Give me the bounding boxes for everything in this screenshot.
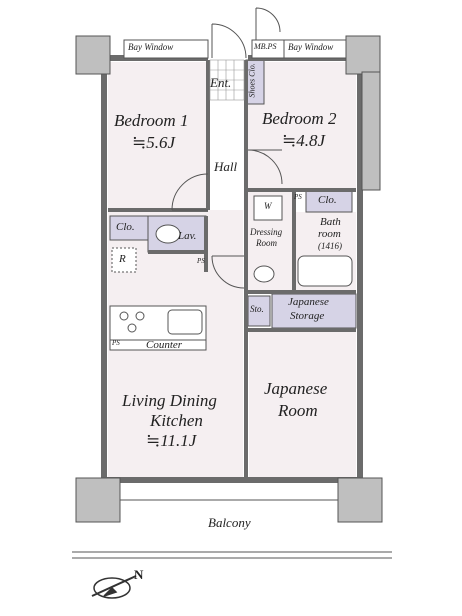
- bathtub: [297, 255, 353, 287]
- column-top-left: [75, 35, 111, 75]
- compass-north-label: N: [134, 567, 144, 582]
- refrigerator-box: [111, 247, 137, 273]
- washer-box: [253, 195, 283, 221]
- ldk-name-2: Kitchen: [150, 411, 203, 430]
- balcony-label: Balcony: [208, 515, 251, 530]
- bedroom1-size: ≒5.6J: [132, 133, 176, 152]
- door-mbps: [255, 7, 281, 40]
- bath-size-label: (1416): [318, 241, 342, 251]
- hall-label: Hall: [214, 159, 238, 174]
- door-ldk: [211, 255, 245, 289]
- bedroom2-name: Bedroom 2: [262, 109, 337, 128]
- washbasin: [253, 265, 275, 283]
- ps-mid-label: PS: [197, 257, 205, 265]
- japanese-storage: [271, 293, 357, 329]
- ldk-size: ≒11.1J: [146, 431, 197, 450]
- balcony-rail: [72, 551, 392, 559]
- japanese-room-name-2: Room: [278, 401, 318, 420]
- mbps-box: [251, 39, 285, 59]
- washer-label: W: [264, 201, 272, 211]
- japanese-room-area: [249, 330, 356, 478]
- bath-label-2: room: [318, 228, 341, 240]
- dressing-label-1: Dressing: [250, 227, 283, 237]
- storage-label: Sto.: [250, 304, 264, 314]
- door-bedroom1: [171, 173, 209, 211]
- closet-right-label: Clo.: [318, 194, 337, 206]
- ps-counter-label: PS: [112, 339, 120, 347]
- stove-burner: [119, 311, 129, 321]
- stove-burner: [127, 323, 137, 333]
- japanese-storage-label-1: Japanese: [288, 296, 329, 308]
- toilet: [155, 224, 181, 244]
- ps-top-label: PS: [294, 193, 302, 201]
- wall-right-window: [361, 71, 381, 191]
- closet-left-label: Clo.: [116, 221, 135, 233]
- bedroom1-area: [108, 62, 208, 210]
- entrance-label: Ent.: [210, 75, 232, 90]
- column-bottom-left: [75, 477, 121, 523]
- bedroom2-size: ≒4.8J: [282, 131, 326, 150]
- bath-label-1: Bath: [320, 216, 341, 228]
- refrigerator-label: R: [119, 253, 126, 265]
- counter-label: Counter: [146, 339, 183, 351]
- japanese-storage-label-2: Storage: [290, 310, 325, 322]
- bay-window-left-label: Bay Window: [128, 42, 174, 52]
- door-bedroom2: [247, 149, 283, 185]
- japanese-room-name-1: Japanese: [264, 379, 328, 398]
- ldk-name-1: Living Dining: [122, 391, 217, 410]
- compass-icon: [91, 575, 137, 599]
- bedroom2-area: [248, 62, 356, 190]
- bedroom1-name: Bedroom 1: [114, 111, 189, 130]
- mbps-label: MB.PS: [254, 42, 277, 51]
- door-entrance: [211, 23, 247, 59]
- bay-window-left: [123, 39, 209, 59]
- column-bottom-right: [337, 477, 383, 523]
- bay-window-right-label: Bay Window: [288, 42, 334, 52]
- sink-kitchen: [167, 309, 203, 335]
- shoes-closet-label: Shoes Clo.: [247, 63, 257, 98]
- stove-burner: [135, 311, 145, 321]
- lavatory-label: Lav.: [178, 230, 197, 242]
- dressing-label-2: Room: [256, 238, 277, 248]
- counter-bar: [109, 339, 207, 351]
- column-top-right: [345, 35, 381, 75]
